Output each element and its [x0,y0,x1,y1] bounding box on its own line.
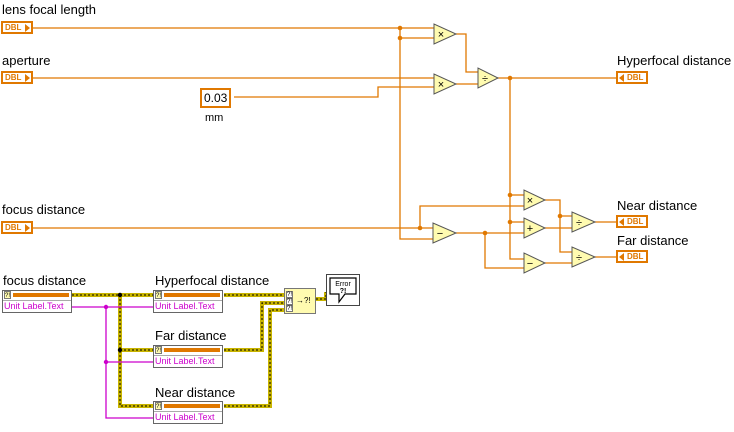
focus-distance-terminal[interactable]: DBL [1,221,33,234]
dbl-type-tag: DBL [5,223,22,232]
dbl-type-tag: DBL [5,23,22,32]
property-row: Unit Label.Text [155,412,215,422]
error-tag-icon: ?! [4,291,11,299]
focus-distance-label: focus distance [2,202,86,217]
aperture-terminal[interactable]: DBL [1,71,33,84]
property-row: Unit Label.Text [155,301,215,311]
error-text: Error [335,281,351,288]
error-tag-icon: ?! [155,291,162,299]
near-distance-label: Near distance [617,198,698,213]
op-symbol: + [527,223,533,235]
property-row: Unit Label.Text [155,356,215,366]
simple-error-handler[interactable]: Error ?! [326,274,360,306]
input-arrow-icon [619,253,624,261]
property-row: Unit Label.Text [4,301,64,311]
far-distance-label: Far distance [617,233,689,248]
output-arrow-icon [25,24,30,32]
dbl-type-tag: DBL [5,73,22,82]
lens-focal-length-terminal[interactable]: DBL [1,21,33,34]
unit-check-label: Near distance [155,385,236,400]
op-symbol: − [527,258,533,270]
output-arrow-icon [25,74,30,82]
unit-check-label: Hyperfocal distance [155,273,270,288]
far-distance-terminal[interactable]: DBL [616,250,648,263]
property-node-near[interactable]: ?! Unit Label.Text [153,401,223,424]
op-symbol: × [527,195,533,207]
dbl-type-tag: DBL [627,73,644,82]
op-symbol: × [438,79,444,91]
multiply-node-2[interactable]: × [433,73,458,95]
dbl-type-tag: DBL [627,217,644,226]
error-in-icon: ?! [286,291,293,298]
dbl-reference-bar [164,404,220,408]
subtract-node-1[interactable]: − [432,222,458,244]
subtract-node-2[interactable]: − [523,252,547,274]
input-arrow-icon [619,74,624,82]
unit-check-label: Far distance [155,328,227,343]
divide-node-far[interactable]: ÷ [571,246,597,268]
dbl-reference-bar [13,293,69,297]
error-tag-icon: ?! [155,402,162,410]
constant-unit-label: mm [205,112,224,124]
error-in-icon: ?! [286,305,293,312]
wire-mult3-out [545,199,572,217]
aperture-label: aperture [2,53,51,68]
property-node-focus-distance[interactable]: ?! Unit Label.Text [2,290,72,313]
wire-focus-up [419,205,524,228]
op-symbol: ÷ [482,73,488,85]
wire-mult1-out [456,33,478,73]
hyperfocal-terminal[interactable]: DBL [616,71,648,84]
output-arrow-icon [25,224,30,232]
dbl-reference-bar [164,293,220,297]
op-symbol: × [438,29,444,41]
wire-hf-to-sub2 [509,222,524,260]
divide-node-hyperfocal[interactable]: ÷ [477,67,500,89]
input-arrow-icon [619,218,624,226]
near-distance-terminal[interactable]: DBL [616,215,648,228]
merge-errors-node[interactable]: ?! ?! ?! →?! [284,288,316,314]
multiply-node-1[interactable]: × [433,23,458,45]
unit-check-label: focus distance [3,273,87,288]
property-node-far[interactable]: ?! Unit Label.Text [153,345,223,368]
wire-lens-to-sub [399,227,433,240]
lens-focal-length-label: lens focal length [2,2,96,17]
dbl-type-tag: DBL [627,252,644,261]
error-symbol: ?! [340,288,347,295]
hyperfocal-label: Hyperfocal distance [617,53,732,68]
error-tag-icon: ?! [155,346,162,354]
op-symbol: ÷ [576,252,582,264]
op-symbol: − [437,228,443,240]
property-node-hyperfocal[interactable]: ?! Unit Label.Text [153,290,223,313]
dbl-reference-bar [164,348,220,352]
multiply-node-3[interactable]: × [523,189,547,211]
op-symbol: ÷ [576,217,582,229]
circle-of-confusion-constant[interactable]: 0.03 [200,88,232,108]
error-out-label: →?! [296,296,311,305]
add-node[interactable]: + [523,217,547,239]
wire-constant [234,86,434,98]
error-bubble-icon: Error ?! [329,277,357,304]
wire-sub-out [456,232,524,269]
error-in-icon: ?! [286,298,293,305]
divide-node-near[interactable]: ÷ [571,211,597,233]
